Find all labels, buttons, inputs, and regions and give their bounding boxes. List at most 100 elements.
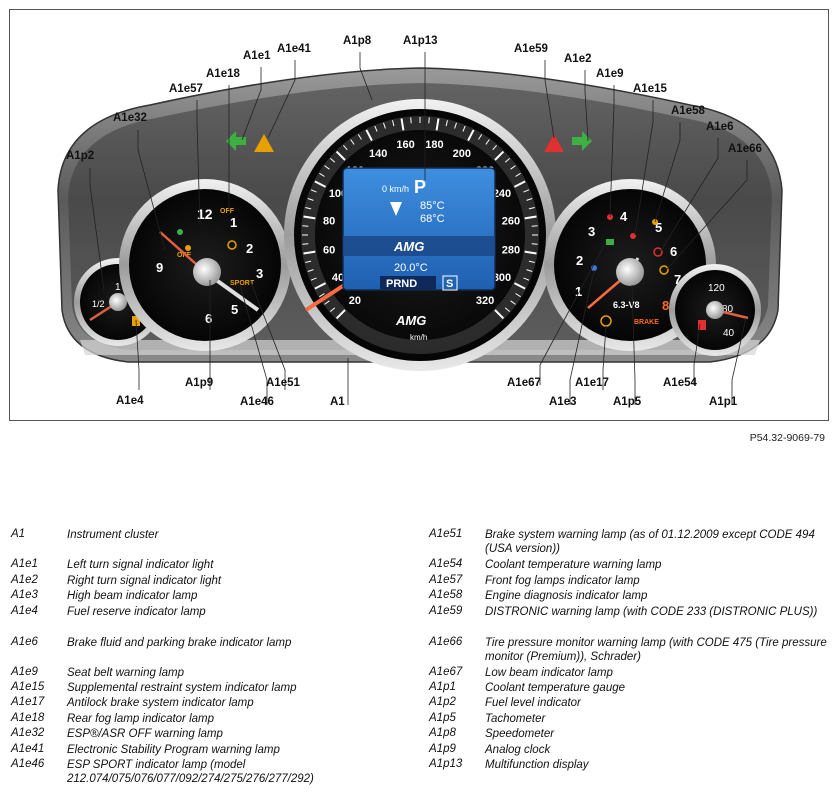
speedometer-tick [374, 125, 378, 132]
esp-icon [185, 245, 191, 251]
legend-description: Antilock brake system indicator lamp [67, 697, 254, 709]
legend-description: Brake system warning lamp (as of 01.12.2… [485, 529, 815, 555]
speedometer-tick [329, 158, 336, 163]
speedometer-tick [485, 139, 490, 145]
speedometer-tick [305, 260, 312, 263]
tachometer-number: 4 [620, 209, 628, 224]
speedometer-tick-label: 320 [476, 295, 494, 307]
coolant-gauge-number: 80 [722, 304, 734, 315]
tire-pressure-icon [659, 265, 669, 275]
speedometer-tick [329, 307, 336, 312]
legend-code: A1p9 [429, 743, 456, 755]
speedometer-tick [494, 150, 505, 161]
speedometer-tick [523, 277, 530, 281]
clock-number: 9 [156, 260, 163, 275]
callout-A1e2: A1e2 [564, 53, 592, 65]
callout-A1e46: A1e46 [240, 396, 274, 408]
legend-code: A1e32 [11, 727, 45, 739]
speedometer-tick-label: 160 [396, 139, 414, 151]
speedometer-tick [307, 269, 314, 272]
left-turn-arrow-icon [226, 131, 246, 151]
legend-description: Instrument cluster [67, 529, 159, 541]
speedometer-tick [513, 282, 526, 290]
legend-description: Multifunction display [485, 759, 589, 771]
legend-code: A1e4 [11, 605, 38, 617]
speedometer-tick-label: 60 [323, 244, 335, 256]
speedometer-tick-label: 300 [493, 272, 511, 284]
callout-A1e1: A1e1 [243, 50, 271, 62]
legend-code: A1e9 [11, 666, 38, 678]
speedometer-tick [350, 139, 355, 145]
speedometer-tick-label: 260 [502, 216, 520, 228]
legend-description: Tachometer [485, 713, 546, 725]
legend-description: High beam indicator lamp [67, 590, 198, 602]
callout-A1e59: A1e59 [514, 43, 548, 55]
callout-A1e57: A1e57 [169, 83, 203, 95]
speedometer-ticks [302, 117, 538, 320]
analog-clock: 12 1 2 3 5 6 9 OFF OFF SPORT [119, 179, 291, 351]
speedometer-tick [515, 293, 521, 298]
brake-warning-icon [227, 240, 237, 250]
tachometer-number: 3 [588, 224, 595, 239]
tachometer-number: 6 [670, 244, 677, 259]
legend-code: A1e3 [11, 589, 38, 601]
legend-code: A1e6 [11, 636, 38, 648]
legend-code: A1e15 [11, 681, 45, 693]
legend-code: A1e46 [11, 758, 45, 770]
figure-code: P54.32-9069-79 [749, 432, 825, 444]
speedometer-tick [504, 158, 511, 163]
distronic-warning-triangle-icon [544, 134, 564, 152]
legend-code: A1e1 [11, 558, 38, 570]
callout-A1p5: A1p5 [613, 396, 642, 408]
tachometer-number: 1 [575, 284, 582, 299]
speedometer-tick [392, 120, 395, 127]
speedometer-tick [510, 300, 516, 305]
callout-A1e4: A1e4 [116, 395, 144, 407]
tachometer-engine-label: 6.3-V8 [613, 300, 640, 310]
legend-description: DISTRONIC warning lamp (with CODE 233 (D… [485, 606, 818, 618]
esp-off-label: OFF [177, 252, 192, 259]
legend-code: A1p5 [429, 712, 456, 724]
speedometer-tick [319, 172, 325, 177]
fuel-gauge-number: 1 [115, 282, 121, 293]
speedometer-tick-label: 280 [502, 244, 520, 256]
tachometer-brake-label: BRAKE [634, 319, 659, 326]
callout-leader-lines [89, 52, 748, 405]
clock-number: 1 [230, 215, 237, 230]
legend-description: Electronic Stability Program warning lam… [67, 744, 280, 756]
legend-code: A1 [11, 528, 26, 540]
legend-code: A1e57 [429, 574, 463, 586]
legend-description: Low beam indicator lamp [485, 667, 613, 679]
speedometer-tick [302, 243, 309, 245]
speedometer-tick-label: 180 [425, 139, 443, 151]
speedometer-tick [523, 189, 530, 193]
display-outside-temp: 20.0°C [394, 262, 428, 274]
instrument-cluster-figure: 1 1/2 12 1 2 3 5 6 9 OFF OFF SPORT [9, 9, 829, 421]
callout-A1p9: A1p9 [185, 377, 214, 389]
callout-A1e9: A1e9 [596, 68, 624, 80]
legend-description: Left turn signal indicator light [67, 559, 214, 571]
speedometer-tick [528, 207, 535, 210]
legend-description: Front fog lamps indicator lamp [485, 575, 640, 587]
display-gear: P [414, 177, 426, 197]
speedometer-tick [515, 172, 521, 177]
legend-code: A1e67 [429, 666, 463, 678]
legend-description: Coolant temperature gauge [485, 682, 626, 694]
legend-description: ESP®/ASR OFF warning lamp [67, 728, 223, 740]
legend-description: Engine diagnosis indicator lamp [485, 590, 648, 602]
speedometer-tick [319, 293, 325, 298]
clock-number: 2 [246, 241, 253, 256]
tachometer-number: 5 [655, 220, 662, 235]
oil-icon [390, 202, 402, 216]
coolant-gauge-number: 40 [723, 328, 735, 339]
callout-A1e66: A1e66 [728, 143, 762, 155]
speedometer-tick [504, 307, 511, 312]
speedometer-tick [324, 300, 330, 305]
legend-code: A1p2 [429, 696, 456, 708]
speedometer-tick [400, 118, 405, 131]
legend-description: ESP SPORT indicator lamp (model 212.074/… [67, 759, 314, 785]
clock-number: 12 [197, 206, 213, 222]
right-turn-arrow-icon [572, 131, 592, 151]
speedometer-tick [305, 207, 312, 210]
coolant-warning-icon [698, 320, 706, 330]
